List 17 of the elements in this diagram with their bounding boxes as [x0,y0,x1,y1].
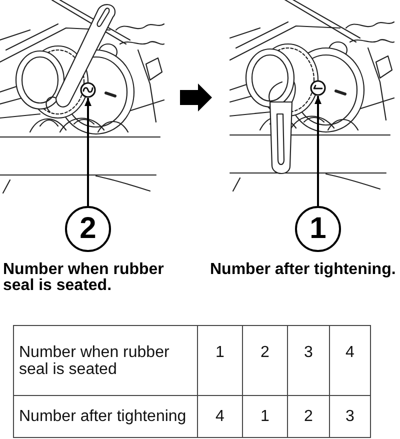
row-header-cell: Number when rubber seal is seated [14,326,198,396]
number-cell: 3 [288,326,330,396]
number-cell: 2 [242,326,288,396]
leader-line [84,98,92,206]
number-cell: 3 [330,396,370,438]
number-cell: 4 [330,326,370,396]
callout-label: Number when rubber seal is seated. [3,262,165,294]
number-cell: 1 [198,326,242,396]
callout-number: 2 [65,206,111,252]
callout-label: Number after tightening. [210,262,397,278]
number-cell: 2 [288,396,330,438]
leader-line [314,96,322,206]
number-cell: 1 [242,396,288,438]
callout-number: 1 [295,206,341,252]
block-arrow [180,84,212,112]
number-cell: 4 [198,396,242,438]
row-header-cell: Number after tightening [14,396,198,438]
